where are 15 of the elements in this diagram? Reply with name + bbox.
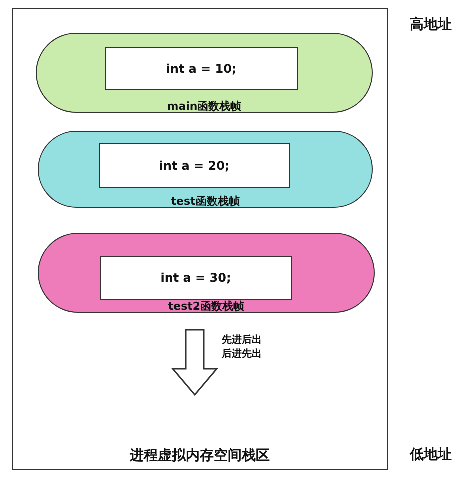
code-box — [100, 256, 292, 300]
code-text: int a = 10; — [165, 62, 238, 76]
code-box — [105, 47, 298, 90]
code-text: int a = 20; — [158, 158, 231, 172]
address-label: 高地址 — [410, 16, 452, 34]
code-text: int a = 30; — [160, 271, 232, 285]
note-text: 后进先出 — [222, 348, 262, 361]
frame-label: test2函数栈帧 — [167, 299, 246, 314]
address-label: 低地址 — [410, 446, 452, 464]
code-box — [99, 143, 290, 188]
frame-label: main函数栈帧 — [166, 99, 243, 114]
region-title: 进程虚拟内存空间栈区 — [128, 447, 271, 465]
note-text: 先进后出 — [222, 334, 262, 347]
frame-label: test函数栈帧 — [170, 194, 241, 209]
stack-region-box — [12, 8, 388, 470]
